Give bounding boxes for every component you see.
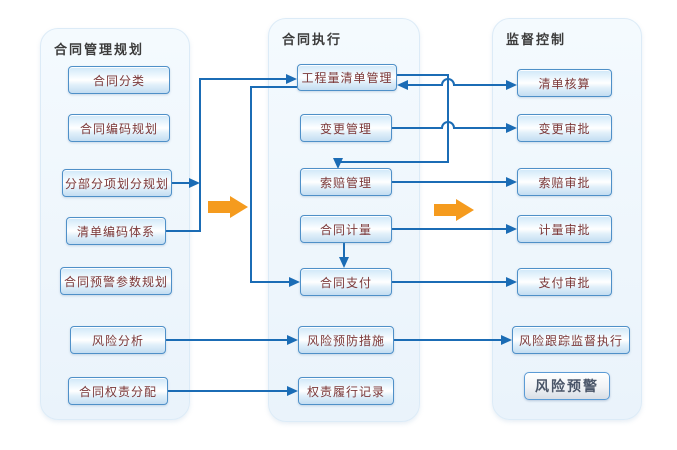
arrowhead-right	[286, 74, 297, 84]
arrowhead-right	[506, 277, 517, 287]
flow-node-1-1: 变更管理	[300, 114, 392, 142]
arrowhead-right	[506, 177, 517, 187]
arrowhead-down	[333, 158, 343, 169]
arrowhead-left	[397, 80, 408, 90]
panel-title-contract-execution: 合同执行	[282, 33, 343, 48]
flow-node-2-2: 索赔审批	[517, 168, 612, 196]
panel-title-supervision-control: 监督控制	[506, 33, 567, 48]
flow-node-0-1: 合同编码规划	[68, 114, 170, 142]
flow-node-2-3: 计量审批	[517, 215, 612, 243]
arrowhead-right	[287, 335, 298, 345]
panel-title-contract-planning: 合同管理规划	[54, 43, 145, 58]
arrowhead-right	[506, 123, 517, 133]
flow-node-1-0: 工程量清单管理	[297, 64, 397, 91]
flow-node-2-6: 风险预警	[524, 372, 610, 400]
orange-flow-arrow-1	[208, 196, 248, 218]
arrowhead-right	[289, 277, 300, 287]
flow-node-2-5: 风险跟踪监督执行	[512, 326, 630, 354]
arrowhead-right	[506, 224, 517, 234]
flow-node-0-0: 合同分类	[68, 66, 170, 94]
arrowhead-right	[287, 386, 298, 396]
edge-list-coding-to-boq-management	[166, 78, 286, 232]
flow-node-2-0: 清单核算	[517, 69, 612, 97]
arrowhead-right	[189, 178, 200, 188]
flow-node-0-2: 分部分项划分规划	[62, 169, 172, 197]
arrowhead-right	[506, 80, 517, 90]
flow-node-0-3: 清单编码体系	[66, 217, 166, 245]
flow-node-1-6: 权责履行记录	[298, 377, 394, 405]
flow-node-1-4: 合同支付	[300, 268, 392, 296]
edge-change-management-to-change-approval	[392, 121, 506, 129]
flow-node-1-3: 合同计量	[300, 215, 392, 243]
edge-boq-management-to-contract-payment	[250, 86, 297, 283]
edge-boq-management-listing-accounting-two-way	[408, 78, 506, 86]
flow-node-0-5: 风险分析	[70, 326, 166, 354]
flow-node-1-5: 风险预防措施	[298, 326, 394, 354]
edge-boq-management-to-claim-management	[338, 74, 449, 163]
flow-node-0-6: 合同权责分配	[68, 377, 168, 405]
flow-node-0-4: 合同预警参数规划	[60, 267, 172, 295]
arrowhead-right	[501, 335, 512, 345]
flow-node-2-1: 变更审批	[517, 114, 612, 142]
arrowhead-down	[339, 257, 349, 268]
flow-node-2-4: 支付审批	[517, 268, 612, 296]
orange-flow-arrow-2	[434, 199, 474, 221]
flow-node-1-2: 索赔管理	[300, 168, 392, 196]
